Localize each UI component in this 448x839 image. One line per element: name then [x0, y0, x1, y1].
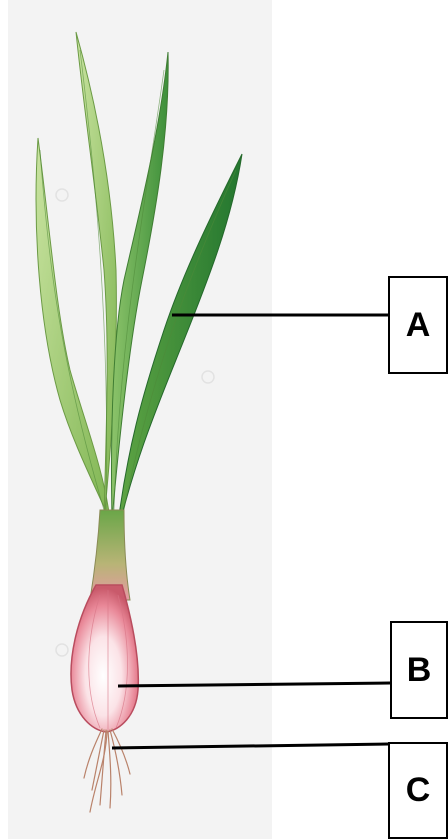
label-box-b: B — [390, 621, 448, 719]
label-box-a: A — [388, 276, 448, 374]
label-box-c: C — [388, 742, 448, 839]
